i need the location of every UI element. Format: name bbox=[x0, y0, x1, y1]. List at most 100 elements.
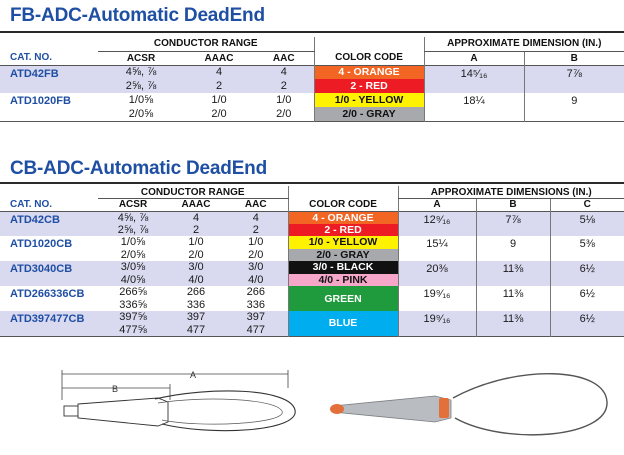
color-swatch: 1/0 - YELLOW bbox=[287, 236, 399, 249]
dim-c-value: 5⅜ bbox=[549, 236, 624, 261]
dim-c-value: 6½ bbox=[549, 286, 624, 311]
cb-conductor-range-header: CONDUCTOR RANGE bbox=[98, 186, 289, 199]
aaac-value: 4 bbox=[168, 211, 224, 224]
acsr-value: 336⅝ bbox=[119, 298, 147, 311]
cat-no: ATD266336CB bbox=[10, 288, 85, 300]
acsr-value: 4⅝, ⅞ bbox=[98, 211, 168, 224]
acsr-value: 2/0⅝ bbox=[120, 248, 146, 261]
photo-orange-cap bbox=[330, 404, 344, 414]
table-row: 336⅝ 336 336 bbox=[0, 299, 624, 312]
aac-value: 1/0 bbox=[276, 94, 292, 106]
table-row: ATD1020FB 1/0⅝ 1/0 1/0 1/0 - YELLOW 18¼ … bbox=[0, 93, 624, 121]
cb-dim-b-header: B bbox=[475, 198, 551, 211]
acsr-value: 477⅝ bbox=[98, 323, 168, 336]
dim-a-value: 14⁵⁄₁₆ bbox=[423, 65, 525, 93]
bail-loop bbox=[154, 390, 296, 432]
cat-no: ATD3040CB bbox=[0, 261, 98, 286]
fb-aaac-header: AAAC bbox=[204, 52, 234, 64]
dim-b-value: 7⅞ bbox=[523, 65, 624, 93]
fb-dim-b-header: B bbox=[523, 51, 624, 65]
dimension-label-b: B bbox=[112, 384, 118, 394]
acsr-value: 266⅝ bbox=[119, 286, 147, 299]
aac-value: 4 bbox=[254, 65, 315, 79]
aaac-value: 2/0 bbox=[188, 248, 204, 261]
fb-color-code-header: COLOR CODE bbox=[313, 51, 425, 65]
acsr-value: 1/0⅝ bbox=[120, 236, 146, 249]
cb-section-title: CB-ADC-Automatic DeadEnd bbox=[10, 158, 267, 179]
aac-value: 2 bbox=[224, 223, 289, 236]
aac-value: 2 bbox=[254, 79, 315, 93]
fb-cat-no-header: CAT. NO. bbox=[10, 52, 53, 64]
table-row: 2/0⅝ 2/0 2/0 2/0 - GRAY bbox=[0, 248, 624, 261]
cb-title-rule bbox=[0, 182, 624, 184]
aaac-value: 1/0 bbox=[188, 236, 204, 249]
aaac-value: 4 bbox=[184, 65, 254, 79]
end-fitting bbox=[63, 405, 79, 417]
acsr-value: 2⅝, ⅞ bbox=[98, 79, 184, 93]
photo-body bbox=[332, 395, 452, 423]
deadend-body bbox=[77, 397, 169, 427]
acsr-value: 2/0⅝ bbox=[128, 107, 154, 120]
color-swatch: GREEN bbox=[287, 286, 399, 311]
dim-c-value: 6½ bbox=[549, 261, 624, 286]
cat-no: ATD1020CB bbox=[10, 238, 73, 250]
aac-value: 2/0 bbox=[276, 107, 292, 120]
dim-a-value: 20⅜ bbox=[397, 261, 477, 286]
dimension-label-a: A bbox=[190, 370, 196, 380]
aaac-value: 397 bbox=[168, 311, 224, 324]
aaac-value: 266 bbox=[186, 286, 206, 299]
aac-value: 2/0 bbox=[248, 248, 264, 261]
fb-dim-a-header: A bbox=[423, 51, 525, 65]
acsr-value: 4/0⅝ bbox=[98, 273, 168, 286]
dim-b-value: 9 bbox=[475, 236, 551, 261]
cb-aac-header: AAC bbox=[244, 199, 267, 211]
dim-b-value: 7⅞ bbox=[475, 211, 551, 236]
dim-c-value: 6½ bbox=[549, 311, 624, 336]
cb-aaac-header: AAAC bbox=[181, 199, 211, 211]
cb-dim-c-header: C bbox=[549, 198, 624, 211]
dim-a-value: 12⁹⁄₁₆ bbox=[397, 211, 477, 236]
table-row: 2/0⅝ 2/0 2/0 2/0 - GRAY bbox=[0, 107, 624, 121]
dim-a-value: 19⁹⁄₁₆ bbox=[397, 286, 477, 311]
aaac-value: 336 bbox=[186, 298, 206, 311]
color-swatch: 3/0 - BLACK bbox=[287, 261, 399, 274]
cat-no: ATD42CB bbox=[0, 211, 98, 236]
cat-no: ATD42FB bbox=[0, 65, 98, 93]
aac-value: 397 bbox=[224, 311, 289, 324]
fb-conductor-range-header: CONDUCTOR RANGE bbox=[98, 37, 315, 52]
color-swatch: 2/0 - GRAY bbox=[287, 248, 399, 261]
fb-acsr-header: ACSR bbox=[126, 52, 156, 64]
color-swatch: 2 - RED bbox=[313, 79, 425, 93]
photo-bail-wire bbox=[452, 373, 608, 436]
aac-value: 477 bbox=[224, 323, 289, 336]
fb-section-title: FB-ADC-Automatic DeadEnd bbox=[10, 5, 265, 26]
table-row: 2⅝, ⅞ 2 2 2 - RED bbox=[0, 79, 624, 93]
cb-cat-no-header: CAT. NO. bbox=[10, 199, 53, 210]
acsr-value: 3/0⅝ bbox=[98, 261, 168, 274]
aac-value: 3/0 bbox=[224, 261, 289, 274]
acsr-value: 4⅝, ⅞ bbox=[98, 65, 184, 79]
dim-b-value: 9 bbox=[523, 93, 624, 121]
dim-b-value: 11⅜ bbox=[475, 311, 551, 336]
cb-dim-a-header: A bbox=[397, 198, 477, 211]
color-swatch: 4 - ORANGE bbox=[287, 211, 399, 224]
deadend-product-photo bbox=[330, 373, 608, 436]
dim-a-value: 15¼ bbox=[397, 236, 477, 261]
aaac-value: 4/0 bbox=[168, 273, 224, 286]
color-swatch: 2/0 - GRAY bbox=[313, 107, 425, 121]
acsr-value: 1/0⅝ bbox=[128, 94, 154, 106]
photo-orange-clip bbox=[439, 398, 449, 418]
aac-value: 336 bbox=[246, 298, 265, 311]
dim-c-value: 5⅛ bbox=[549, 211, 624, 236]
aaac-value: 2 bbox=[184, 79, 254, 93]
cb-approx-dim-header: APPROXIMATE DIMENSIONS (IN.) bbox=[397, 186, 624, 199]
dim-b-value: 11⅜ bbox=[475, 286, 551, 311]
color-swatch: 4 - ORANGE bbox=[313, 65, 425, 79]
cb-acsr-header: ACSR bbox=[118, 199, 148, 211]
aac-value: 4/0 bbox=[224, 273, 289, 286]
cb-spec-table: CONDUCTOR RANGE APPROXIMATE DIMENSIONS (… bbox=[0, 186, 624, 337]
